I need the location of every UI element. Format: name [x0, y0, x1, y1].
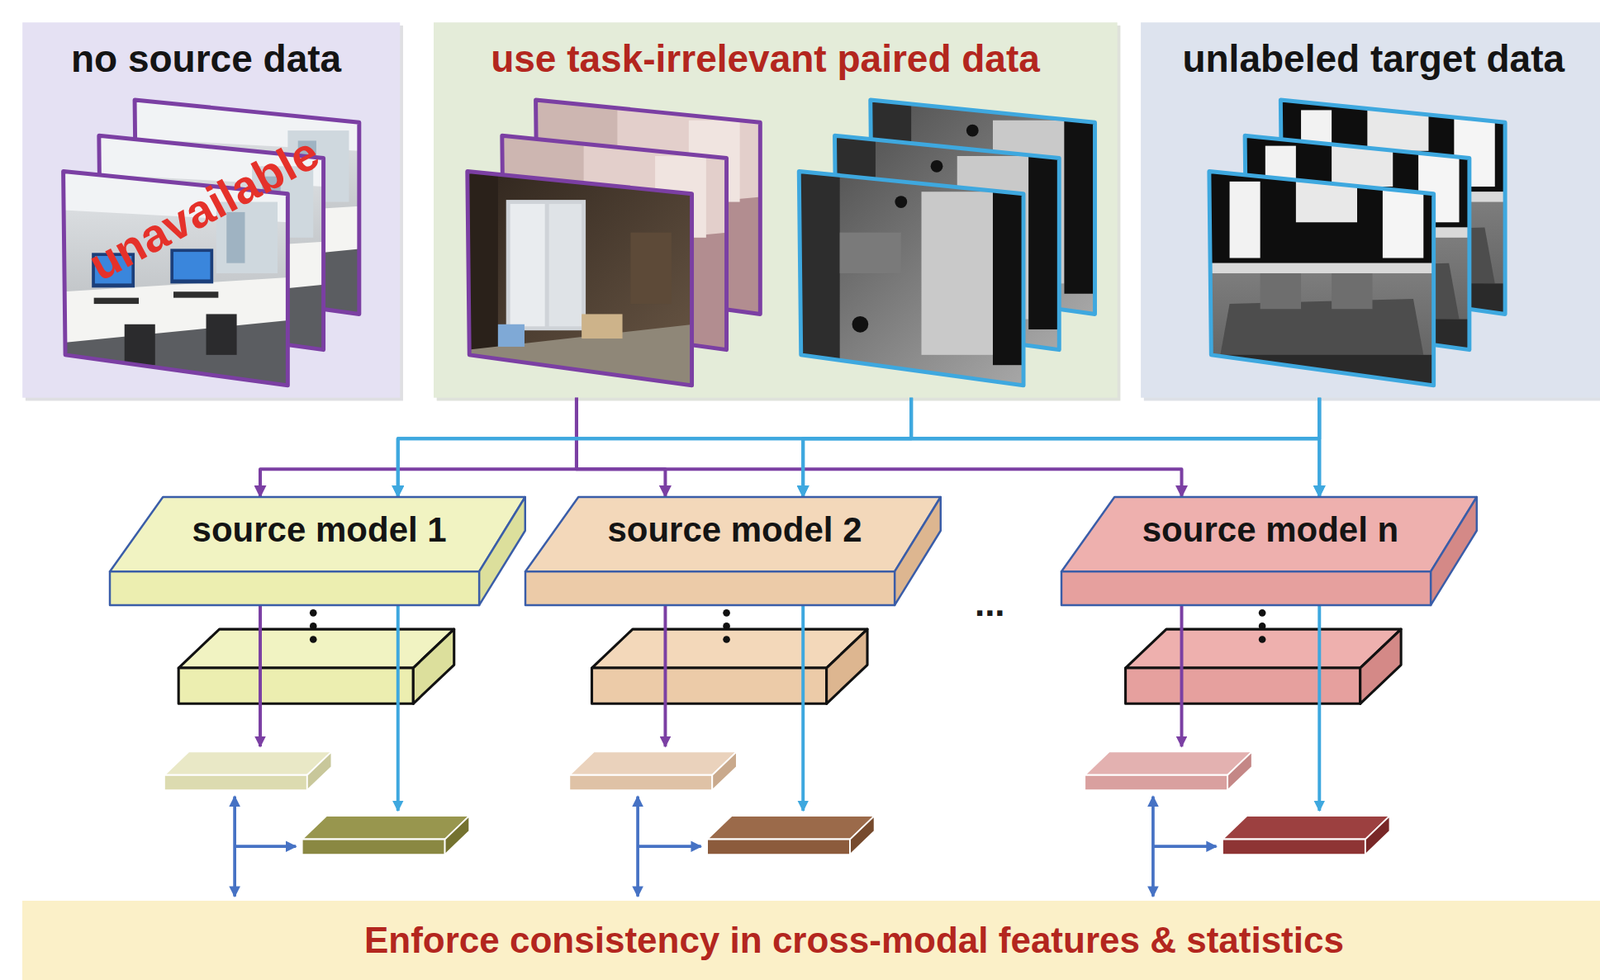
illustration-part: [413, 629, 454, 704]
source-model-slab: source model 2: [525, 497, 941, 606]
illustration-part: [445, 816, 471, 855]
illustration-part: [22, 22, 400, 399]
feature-arrows: [260, 604, 1320, 812]
illustration-part: [1125, 668, 1361, 704]
illustration-part: [591, 668, 827, 704]
data-panel: unlabeled target data: [1140, 22, 1600, 399]
illustration-part: [637, 845, 702, 849]
slab-face: [1061, 497, 1477, 572]
vertical-dots: [309, 609, 1267, 644]
illustration-part: [798, 171, 1026, 389]
illustration-part: [467, 171, 694, 389]
illustration-part: [1258, 622, 1267, 631]
data-flow-connector: [398, 398, 912, 498]
layer-slabs: [178, 629, 1401, 704]
illustration-part: [309, 622, 318, 631]
slab-face: [894, 497, 941, 606]
illustration-part: [164, 775, 308, 792]
illustration-part: [849, 816, 875, 855]
data-flow-connector: [911, 398, 1320, 498]
illustration-part: [1258, 636, 1267, 644]
illustration-part: [801, 604, 805, 812]
illustration-part: [258, 604, 262, 747]
illustration-part: [307, 751, 333, 791]
model-label: source model 1: [192, 510, 447, 551]
illustration-part: [234, 845, 296, 849]
panel-grounds: [22, 22, 1600, 401]
illustration-part: [569, 751, 737, 775]
illustration-part: [712, 751, 737, 791]
illustration-part: [1153, 845, 1217, 849]
illustration-part: [1140, 22, 1600, 399]
illustration-part: [569, 775, 713, 792]
unavailable-stamp: unavailable: [80, 126, 328, 292]
illustration-part: [302, 840, 446, 856]
illustration-part: [164, 751, 333, 775]
panel-heading: unlabeled target data: [1182, 37, 1565, 81]
illustration-part: [722, 622, 731, 631]
slab-face: [1430, 497, 1477, 606]
illustration-part: [1317, 604, 1321, 812]
slab-face: [109, 497, 526, 572]
illustration-part: [1084, 751, 1253, 775]
data-flow-connector: [802, 398, 1320, 498]
slab-face: [1061, 571, 1431, 606]
illustration-part: [826, 629, 868, 704]
illustration-part: [178, 629, 455, 669]
data-flow-connector: [802, 398, 912, 498]
illustration-part: [1365, 816, 1391, 855]
data-flow-connector: [398, 398, 1320, 498]
consistency-band: Enforce consistency in cross-modal featu…: [22, 901, 1600, 980]
illustration-part: [591, 629, 868, 669]
illustration-part: [1222, 816, 1391, 840]
illustration-part: [309, 609, 318, 618]
slab-face: [109, 571, 480, 606]
source-model-slab: source model n: [1061, 497, 1477, 606]
illustration-part: [1180, 604, 1184, 747]
band-text: Enforce consistency in cross-modal featu…: [364, 920, 1344, 963]
illustration-part: [1209, 171, 1436, 389]
model-label: source model n: [1142, 510, 1399, 551]
illustration-part: [1227, 751, 1253, 791]
illustration-part: [433, 22, 1118, 399]
feature-slabs: [164, 751, 1391, 855]
consistency-arrows: [234, 797, 1216, 898]
illustration-part: [707, 816, 875, 840]
model-label: source model 2: [607, 510, 862, 551]
data-panel: use task-irrelevant paired data: [433, 22, 1118, 399]
image-stacks: [63, 99, 1508, 388]
data-flow-connector: [576, 398, 1183, 498]
illustration-part: [722, 636, 731, 644]
illustration-part: [1360, 629, 1401, 704]
connector-group: [260, 398, 1320, 498]
illustration-part: [1258, 609, 1267, 618]
panel-heading: no source data: [71, 37, 342, 81]
illustration-part: [178, 668, 414, 704]
illustration-part: [707, 840, 850, 856]
illustration-part: [722, 609, 731, 618]
slab-face: [525, 497, 941, 572]
illustration-part: [302, 816, 471, 840]
slab-face: [525, 571, 895, 606]
slab-face: [479, 497, 527, 606]
ellipsis: ...: [974, 583, 1006, 626]
illustration-part: [663, 604, 667, 747]
data-flow-connector: [576, 398, 665, 498]
illustration-part: [1084, 775, 1228, 792]
illustration-part: [1125, 629, 1402, 669]
data-flow-connector: [1317, 398, 1321, 498]
illustration-part: [309, 636, 318, 644]
source-model-slab: source model 1: [109, 497, 526, 606]
data-flow-connector: [260, 398, 577, 498]
illustration-part: [396, 604, 400, 812]
panel-heading: use task-irrelevant paired data: [490, 37, 1040, 81]
illustration-part: [1222, 840, 1366, 856]
